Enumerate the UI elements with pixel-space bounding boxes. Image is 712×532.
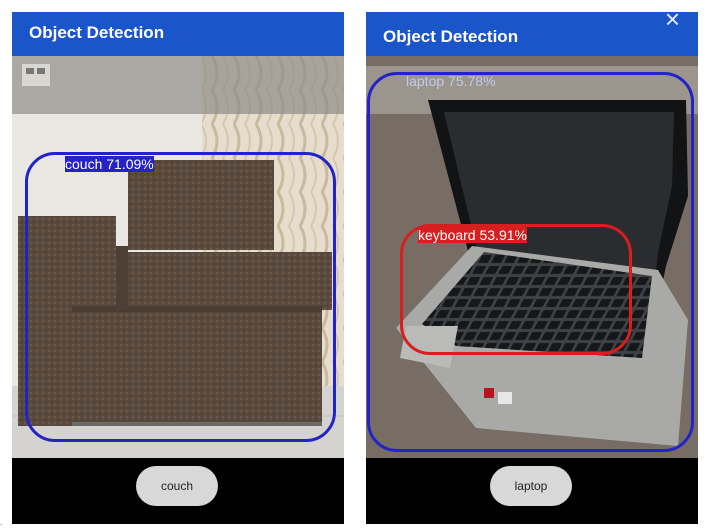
detection-label-laptop: laptop 75.78% — [406, 73, 496, 89]
detection-box-laptop — [367, 72, 694, 452]
detection-label-keyboard: keyboard 53.91% — [418, 227, 527, 243]
phone-screen-couch: Object Detection — [12, 12, 344, 524]
camera-preview: laptop 75.78% keyboard 53.91% — [366, 56, 698, 458]
app-title: Object Detection — [29, 23, 165, 42]
detection-box-couch — [25, 152, 336, 442]
close-icon[interactable]: × — [664, 12, 680, 34]
detection-box-keyboard — [400, 224, 632, 355]
camera-preview: couch 71.09% — [12, 56, 344, 458]
detected-object-button[interactable]: laptop — [490, 466, 572, 506]
app-bar: Object Detection — [12, 12, 344, 56]
app-title: Object Detection — [383, 27, 519, 46]
couch-camera-image — [12, 56, 344, 458]
phone-screen-laptop: Object Detection × laptop 75.78% — [366, 12, 698, 524]
bottom-bar: laptop — [366, 458, 698, 524]
footnote-mark: . — [0, 518, 3, 527]
detected-object-button[interactable]: couch — [136, 466, 218, 506]
app-bar: Object Detection × — [366, 12, 698, 56]
bottom-bar: couch — [12, 458, 344, 524]
detection-label: couch 71.09% — [65, 156, 154, 172]
